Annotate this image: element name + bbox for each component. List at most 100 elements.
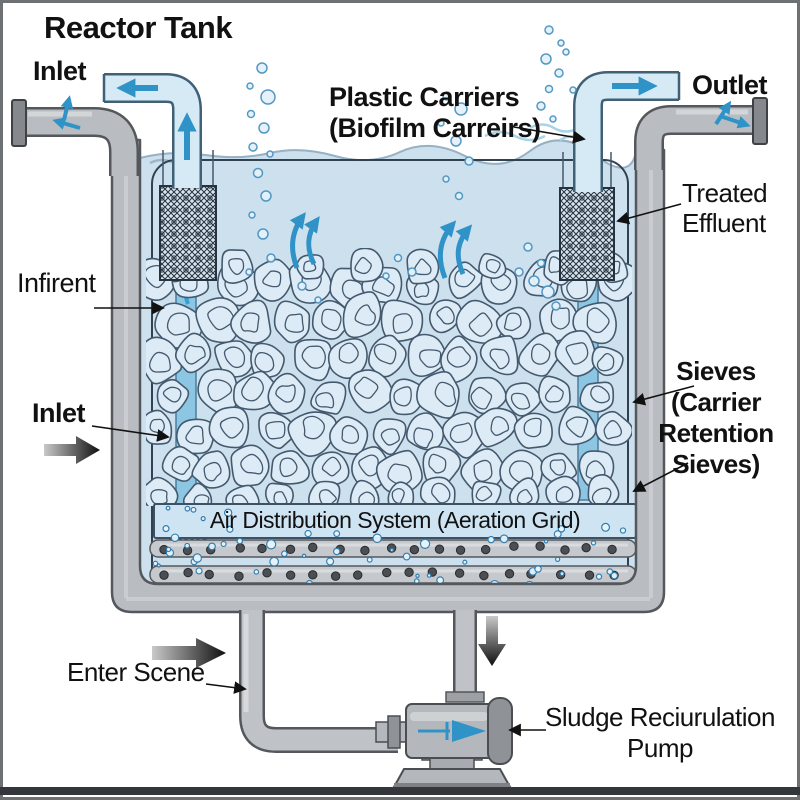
water-bubbles <box>245 25 577 311</box>
diffuser-dot <box>480 544 491 555</box>
carrier-piece <box>214 340 255 378</box>
mesh-sieve-left <box>159 185 217 281</box>
carrier-piece <box>538 375 571 414</box>
diffuser-dot <box>509 541 519 551</box>
bubble <box>314 296 322 304</box>
diffuser-dot <box>308 542 318 553</box>
diffuser-dot <box>308 570 318 580</box>
bubble <box>246 109 256 119</box>
sieves-line4: Sieves) <box>672 449 760 479</box>
enter-scene-leader <box>205 681 247 694</box>
inlet-pipe <box>11 99 139 176</box>
outlet-splash-arrow-icon <box>719 114 751 129</box>
carrier-piece <box>329 416 369 455</box>
bubble <box>528 275 540 287</box>
pump-line1: Sludge Reciurulation <box>545 702 775 732</box>
inlet-lower-label: Inlet <box>32 398 86 428</box>
bubble <box>442 175 450 183</box>
sieves-label: Sieves (Carrier Retention Sieves) <box>636 356 796 480</box>
carrier-piece <box>267 372 306 415</box>
bubble <box>266 253 276 263</box>
carrier-piece <box>587 473 620 506</box>
water-current-arrow-icon <box>303 216 320 266</box>
plastic-carriers-line1: Plastic Carriers <box>329 82 520 112</box>
water-current-arrow-icon <box>289 212 306 269</box>
plastic-carriers-label: Plastic Carriers (Biofilm Carreirs) <box>329 82 541 144</box>
carrier-piece <box>296 254 325 280</box>
carrier-piece <box>558 405 597 446</box>
carrier-piece <box>230 444 270 487</box>
diffuser-dot <box>581 542 591 553</box>
bubble <box>450 135 462 147</box>
carrier-piece <box>595 410 632 446</box>
bubble <box>256 62 268 74</box>
bubble <box>245 268 253 276</box>
diffuser-dot <box>434 544 445 554</box>
bubble <box>551 301 561 311</box>
diffuser-dot <box>455 545 466 555</box>
diffuser-dot <box>454 568 465 578</box>
carrier-piece <box>208 406 250 449</box>
carrier-piece <box>440 335 478 384</box>
bubble <box>454 102 468 116</box>
carrier-piece <box>195 297 241 344</box>
bubble <box>437 119 445 127</box>
bubble <box>454 191 464 201</box>
diffuser-dot <box>204 569 214 580</box>
carrier-piece <box>182 482 213 506</box>
pump-label: Sludge Reciurulation Pump <box>538 702 782 764</box>
diffuser-dot <box>607 544 617 555</box>
enter-direction-arrow-icon <box>152 638 226 668</box>
bubble <box>554 68 564 78</box>
carrier-piece <box>406 248 440 285</box>
diffuser-dot <box>257 543 267 554</box>
sieves-line1: Sieves <box>676 356 756 386</box>
bubble <box>536 258 546 268</box>
bubble <box>257 228 269 240</box>
diffuser-dot <box>234 571 244 581</box>
diffuser-dot <box>409 544 420 555</box>
bubble <box>544 25 554 35</box>
carrier-piece <box>232 370 278 411</box>
diffuser-dot <box>262 568 272 578</box>
outlet-flange <box>752 97 768 145</box>
enter-scene-label: Enter Scene <box>67 657 205 687</box>
drain-pipe-right <box>445 610 485 703</box>
carrier-piece <box>372 418 407 456</box>
diffuser-dot <box>330 571 341 581</box>
carrier-piece <box>161 445 200 482</box>
pump-inlet-flange <box>445 691 485 703</box>
bubble <box>523 242 533 252</box>
carrier-piece <box>428 299 462 334</box>
bubble <box>252 167 264 179</box>
plastic-carriers-bed <box>146 248 632 506</box>
flow-arrows <box>52 76 751 279</box>
diffuser-dot <box>285 570 296 580</box>
carrier-piece <box>342 291 382 339</box>
diffuser-dot <box>159 570 169 580</box>
bubble <box>393 253 403 263</box>
carrier-piece <box>478 252 507 280</box>
carrier-piece <box>591 346 624 377</box>
carrier-piece <box>474 407 518 448</box>
bubble <box>544 84 554 94</box>
sieves-upper-leader <box>632 385 695 406</box>
diffuser-dot <box>285 544 296 555</box>
left-riser-pipe <box>102 73 202 188</box>
bubble <box>464 156 474 166</box>
carrier-retention-sieves <box>159 150 615 545</box>
bubble <box>562 48 570 56</box>
bubble <box>569 86 577 94</box>
carrier-piece <box>368 334 407 378</box>
carrier-piece <box>539 298 581 343</box>
inlet-splash-arrow-icon <box>60 95 74 121</box>
diffuser-dot <box>360 545 370 556</box>
diffuser-dot <box>504 569 515 579</box>
carrier-piece <box>270 450 310 485</box>
leader-lines <box>91 126 695 737</box>
carrier-piece <box>517 332 561 377</box>
carrier-piece <box>308 480 341 506</box>
diffuser-dot <box>560 545 570 555</box>
